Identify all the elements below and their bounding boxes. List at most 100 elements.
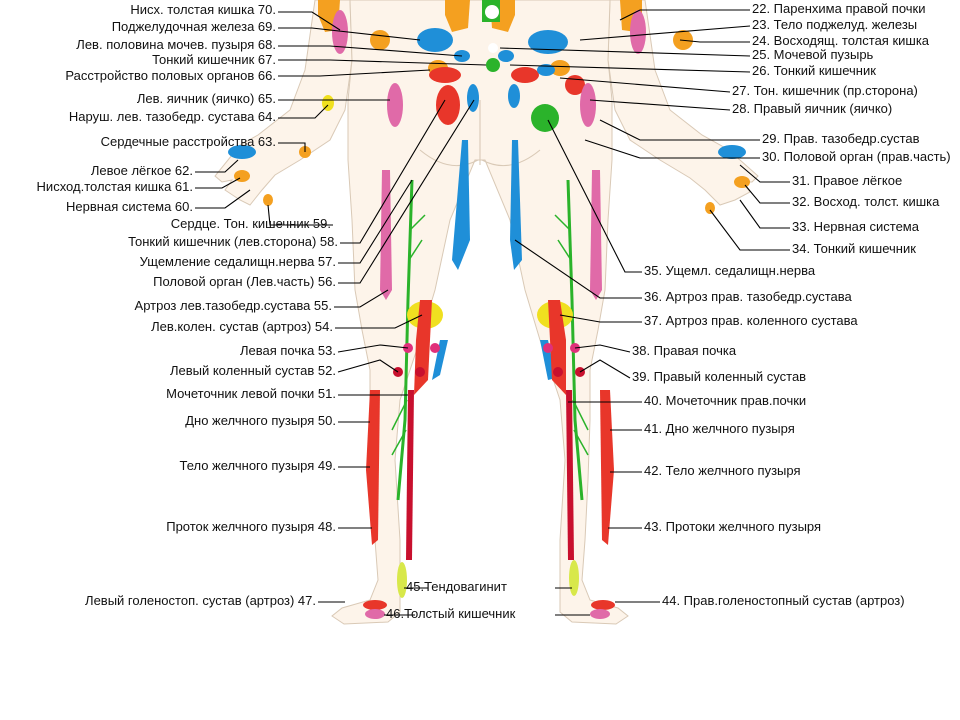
zone-left-gallbladder-red bbox=[366, 390, 380, 545]
zone-right-knee-crimson bbox=[553, 367, 563, 377]
zone-right-blue-small bbox=[498, 50, 514, 62]
zone-left-red-mid bbox=[436, 85, 460, 125]
zone-right-leg-blue bbox=[510, 140, 522, 270]
zone-left-tendon-yellow bbox=[397, 562, 407, 598]
zone-left-hip-pink bbox=[387, 83, 403, 127]
label-52: Левый коленный сустав 52. bbox=[170, 363, 336, 378]
zone-right-green-mid bbox=[531, 104, 559, 132]
label-70: Нисх. толстая кишка 70. bbox=[130, 2, 276, 17]
zone-left-ankle-red bbox=[363, 600, 387, 610]
label-31: 31. Правое лёгкое bbox=[792, 173, 902, 188]
zone-left-leg-pink bbox=[380, 170, 392, 300]
zone-left-finger-orange bbox=[263, 194, 273, 206]
label-29: 29. Прав. тазобедр.сустав bbox=[762, 131, 920, 146]
zone-right-kidney-magenta bbox=[543, 343, 553, 353]
leader-lines bbox=[195, 9, 790, 616]
zone-left-blue-mid bbox=[467, 84, 479, 112]
zone-right-heel-magenta bbox=[590, 609, 610, 619]
label-46: 46.Толстый кишечник bbox=[386, 606, 516, 621]
label-48: Проток желчного пузыря 48. bbox=[166, 519, 336, 534]
label-41: 41. Дно желчного пузыря bbox=[644, 421, 795, 436]
zone-left-knee-blue bbox=[432, 340, 448, 380]
zone-right-hand-blue bbox=[718, 145, 746, 159]
zone-right-arm-pink bbox=[630, 10, 646, 54]
label-36: 36. Артроз прав. тазобедр.сустава bbox=[644, 289, 853, 304]
label-62: Левое лёгкое 62. bbox=[91, 163, 193, 178]
label-67: Тонкий кишечник 67. bbox=[152, 52, 276, 67]
zone-right-blue-hip bbox=[508, 84, 520, 108]
zone-small-intestine-dot bbox=[486, 58, 500, 72]
label-57: Ущемление седалищн.нерва 57. bbox=[140, 254, 336, 269]
zone-left-hip-yellow bbox=[322, 95, 334, 111]
label-24: 24. Восходящ. толстая кишка bbox=[752, 33, 930, 48]
zone-left-red-upper bbox=[429, 67, 461, 83]
label-64: Наруш. лев. тазобедр. сустава 64. bbox=[69, 109, 276, 124]
label-28: 28. Правый яичник (яичко) bbox=[732, 101, 892, 116]
zone-right-ankle-red bbox=[591, 600, 615, 610]
reflex-zones bbox=[228, 0, 750, 619]
label-37: 37. Артроз прав. коленного сустава bbox=[644, 313, 858, 328]
label-32: 32. Восход. толст. кишка bbox=[792, 194, 940, 209]
zone-right-blue-mid bbox=[537, 64, 555, 76]
labels: Нисх. толстая кишка 70. Поджелудочная жел… bbox=[37, 1, 951, 621]
zone-left-nerve-branch bbox=[391, 214, 426, 456]
zone-right-pancreas-blue bbox=[528, 30, 568, 54]
label-66: Расстройство половых органов 66. bbox=[65, 68, 276, 83]
label-27: 27. Тон. кишечник (пр.сторона) bbox=[732, 83, 918, 98]
label-22: 22. Паренхима правой почки bbox=[752, 1, 926, 16]
zone-left-knee-crimson2 bbox=[415, 367, 425, 377]
zone-left-kidney-magenta2 bbox=[430, 343, 440, 353]
label-49: Тело желчного пузыря 49. bbox=[179, 458, 336, 473]
zone-left-ureter-red bbox=[406, 390, 414, 560]
zone-right-hand-orange bbox=[734, 176, 750, 188]
label-60: Нервная система 60. bbox=[66, 199, 193, 214]
label-39: 39. Правый коленный сустав bbox=[632, 369, 806, 384]
zone-left-hand-blue bbox=[228, 145, 256, 159]
label-33: 33. Нервная система bbox=[792, 219, 920, 234]
label-44: 44. Прав.голеностопный сустав (артроз) bbox=[662, 593, 905, 608]
label-61: Нисход.толстая кишка 61. bbox=[37, 179, 193, 194]
zone-left-leg-blue bbox=[452, 140, 470, 270]
label-45: 45.Тендовагинит bbox=[406, 579, 507, 594]
label-59: Сердце. Тон. кишечник 59. bbox=[171, 216, 331, 231]
zone-right-ureter-red bbox=[566, 390, 574, 560]
label-38: 38. Правая почка bbox=[632, 343, 737, 358]
label-25: 25. Мочевой пузырь bbox=[752, 47, 874, 62]
zone-spine-circle bbox=[485, 5, 499, 19]
zone-left-kidney-orange bbox=[445, 0, 470, 32]
zone-right-hip-pink bbox=[580, 83, 596, 127]
gluteal-line bbox=[419, 100, 541, 167]
zone-left-arm-pink bbox=[332, 10, 348, 54]
label-26: 26. Тонкий кишечник bbox=[752, 63, 876, 78]
label-58: Тонкий кишечник (лев.сторона) 58. bbox=[128, 234, 338, 249]
zone-right-finger-orange bbox=[705, 202, 715, 214]
zone-bladder-dot bbox=[488, 43, 498, 53]
label-55: Артроз лев.тазобедр.сустава 55. bbox=[135, 298, 332, 313]
label-51: Мочеточник левой почки 51. bbox=[166, 386, 336, 401]
zone-right-nerve-branch bbox=[554, 214, 589, 456]
zone-right-orange-oval bbox=[550, 60, 570, 76]
zone-right-red-upper bbox=[511, 67, 539, 83]
label-34: 34. Тонкий кишечник bbox=[792, 241, 916, 256]
zone-right-sciatic-green bbox=[566, 179, 584, 501]
label-68: Лев. половина мочев. пузыря 68. bbox=[76, 37, 276, 52]
label-54: Лев.колен. сустав (артроз) 54. bbox=[151, 319, 333, 334]
zone-left-pancreas-blue bbox=[417, 28, 453, 52]
label-63: Сердечные расстройства 63. bbox=[101, 134, 276, 149]
label-53: Левая почка 53. bbox=[240, 343, 336, 358]
zone-right-tendon-yellow bbox=[569, 560, 579, 596]
zone-right-leg-pink bbox=[590, 170, 602, 300]
zone-right-gallbladder-red bbox=[600, 390, 614, 545]
label-69: Поджелудочная железа 69. bbox=[112, 19, 276, 34]
label-42: 42. Тело желчного пузыря bbox=[644, 463, 801, 478]
zone-left-heel-magenta bbox=[365, 609, 385, 619]
zone-left-sciatic-green bbox=[396, 179, 414, 501]
label-30: 30. Половой орган (прав.часть) bbox=[762, 149, 951, 164]
zone-left-arm-orange2 bbox=[370, 30, 390, 50]
label-56: Половой орган (Лев.часть) 56. bbox=[153, 274, 336, 289]
label-35: 35. Ущемл. седалищн.нерва bbox=[644, 263, 816, 278]
label-40: 40. Мочеточник прав.почки bbox=[644, 393, 806, 408]
label-50: Дно желчного пузыря 50. bbox=[185, 413, 336, 428]
label-23: 23. Тело поджелуд. железы bbox=[752, 17, 917, 32]
